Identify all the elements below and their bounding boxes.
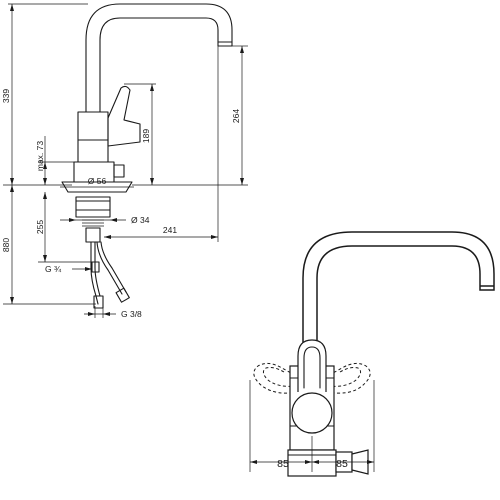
- valve-cap: [113, 164, 125, 178]
- dim-880-arrow-top: [10, 185, 14, 192]
- dim-241-label: 241: [163, 225, 177, 235]
- base-plate: [61, 181, 133, 193]
- dim-339-arrow-bottom: [10, 178, 14, 185]
- dim-85-right-label: 85: [336, 458, 348, 470]
- dim-34-label: Ø 34: [131, 215, 150, 225]
- dim-85-right-arrow-b: [367, 460, 374, 464]
- dim-73-arrow-top: [43, 162, 47, 169]
- lever-left-position: [253, 362, 301, 394]
- front-spout: [302, 231, 495, 366]
- dim-189-arrow-bottom: [150, 178, 154, 185]
- g34-fitting: [91, 261, 100, 273]
- hose-right: [96, 241, 123, 295]
- spout-outline: [85, 3, 233, 113]
- dim-241-arrow-left: [104, 235, 111, 239]
- dim-34-arrow-right: [110, 218, 117, 222]
- front-lever-loop-inner: [303, 346, 321, 389]
- lever-handle: [107, 85, 141, 147]
- front-lever-loop: [297, 339, 327, 392]
- dim-255-arrow-bottom: [43, 255, 47, 262]
- hose-right-inner: [100, 241, 127, 293]
- dim-85-left-arrow-b: [305, 460, 312, 464]
- dim-255-arrow-top: [43, 192, 47, 199]
- dim-73-arrow: [43, 178, 47, 185]
- lever-left-position-inner: [262, 367, 298, 387]
- dim-85-right-arrow-a: [312, 460, 319, 464]
- dim-339-arrow-top: [10, 4, 14, 11]
- side-view: 339 880 max. 73 255 189 264 Ø: [1, 3, 248, 319]
- front-view: 85 85: [249, 231, 495, 477]
- dim-85-left-arrow-a: [250, 460, 257, 464]
- lever-right-position-inner: [326, 367, 362, 387]
- dim-g34-label: G ¾: [45, 264, 62, 274]
- dim-264-arrow-top: [240, 46, 244, 53]
- dim-g38-arrow-left: [88, 312, 95, 316]
- dim-56-label: Ø 56: [88, 176, 107, 186]
- dim-189-arrow-top: [150, 84, 154, 91]
- dim-264-arrow-bottom: [240, 178, 244, 185]
- dim-241-arrow-right: [211, 235, 218, 239]
- dim-g34-arrow: [85, 267, 92, 271]
- dim-g38-arrow-right: [103, 312, 110, 316]
- faucet-body: [77, 111, 109, 163]
- dim-g38-label: G 3/8: [121, 309, 142, 319]
- dim-880-label: 880: [1, 238, 11, 252]
- hose-left-inner: [94, 241, 101, 297]
- mounting-shank: [75, 196, 111, 218]
- dim-85-left-label: 85: [277, 458, 289, 470]
- dim-339-label: 339: [1, 89, 11, 103]
- dim-189-label: 189: [141, 129, 151, 143]
- dim-880-arrow-bottom: [10, 297, 14, 304]
- dim-255-label: 255: [35, 220, 45, 234]
- hose-connector: [85, 227, 101, 243]
- dim-73-label: max. 73: [35, 141, 45, 172]
- hose-fitting-left: [93, 295, 104, 309]
- dim-34-arrow-left: [69, 218, 76, 222]
- hose-fitting-right: [115, 287, 130, 303]
- dim-264-label: 264: [231, 109, 241, 123]
- front-knob: [291, 392, 333, 434]
